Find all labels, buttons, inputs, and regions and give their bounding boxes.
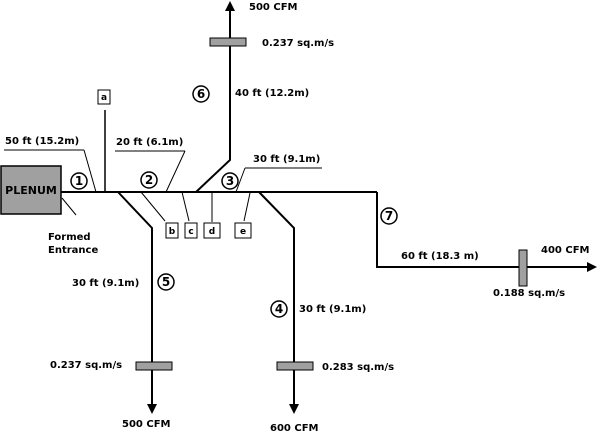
outlet-mid-bottom-area: 0.283 sq.m/s	[322, 362, 394, 373]
outlet-grille-left-bottom	[135, 361, 173, 371]
fitting-e: e	[234, 192, 252, 239]
svg-text:e: e	[240, 227, 246, 237]
segment-2-marker: 2	[140, 171, 158, 189]
leader-segment-2b	[165, 150, 186, 193]
formed-entrance-label-line2: Entrance	[48, 245, 98, 256]
segment-6-duct	[195, 1, 235, 193]
plenum-label: PLENUM	[5, 184, 57, 197]
formed-entrance-label-line1: Formed	[48, 232, 91, 243]
segment-4-duct	[258, 191, 299, 414]
plenum: PLENUM	[0, 165, 62, 215]
leader-segment-1b	[83, 149, 97, 193]
segment-1-marker: 1	[70, 172, 88, 190]
segment-4-length: 30 ft (9.1m)	[299, 304, 366, 315]
segment-7-marker: 7	[380, 207, 398, 225]
svg-text:1: 1	[75, 174, 83, 188]
leader-segment-3b	[235, 167, 246, 193]
leader-formed-entrance	[61, 197, 77, 216]
segment-5-length: 30 ft (9.1m)	[72, 278, 139, 289]
svg-text:4: 4	[275, 302, 283, 316]
outlet-right-flow: 400 CFM	[541, 245, 590, 256]
segment-3-length: 30 ft (9.1m)	[253, 154, 320, 165]
outlet-left-bottom-area: 0.237 sq.m/s	[50, 360, 122, 371]
svg-text:5: 5	[162, 275, 170, 289]
outlet-top-flow: 500 CFM	[249, 2, 298, 13]
fitting-c: c	[181, 191, 198, 239]
svg-text:d: d	[209, 227, 215, 237]
outlet-left-bottom-flow: 500 CFM	[122, 419, 171, 430]
outlet-top-area: 0.237 sq.m/s	[262, 38, 334, 49]
svg-text:c: c	[188, 227, 193, 237]
segment-6-length: 40 ft (12.2m)	[235, 88, 309, 99]
segment-5-marker: 5	[157, 273, 175, 291]
fitting-b: b	[140, 191, 179, 239]
fitting-d: d	[203, 192, 221, 239]
outlet-grille-top	[209, 37, 247, 47]
svg-text:a: a	[101, 93, 107, 103]
segment-4-marker: 4	[270, 300, 288, 318]
segment-5-duct	[117, 191, 157, 414]
svg-text:6: 6	[197, 87, 205, 101]
outlet-grille-mid-bottom	[276, 361, 314, 371]
outlet-right-area: 0.188 sq.m/s	[493, 288, 565, 299]
svg-text:7: 7	[385, 209, 393, 223]
outlet-mid-bottom-flow: 600 CFM	[270, 423, 319, 432]
segment-3-marker: 3	[221, 172, 239, 190]
segment-1-length: 50 ft (15.2m)	[5, 136, 79, 147]
svg-text:2: 2	[145, 173, 153, 187]
segment-7-length: 60 ft (18.3 m)	[401, 251, 479, 262]
segment-6-marker: 6	[192, 85, 210, 103]
fitting-a: a	[97, 89, 111, 192]
segment-2-length: 20 ft (6.1m)	[116, 137, 183, 148]
svg-text:b: b	[169, 227, 176, 237]
outlet-grille-right	[518, 249, 528, 287]
svg-text:3: 3	[226, 174, 234, 188]
